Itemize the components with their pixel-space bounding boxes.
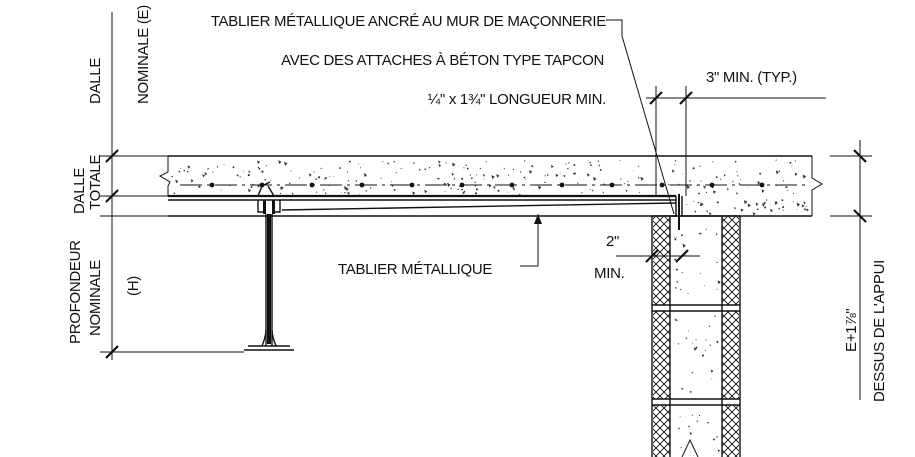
dalle-nominale-1: DALLE — [87, 58, 104, 104]
profondeur-1: PROFONDEUR — [67, 240, 84, 344]
leaders — [520, 19, 675, 267]
steel-joist — [244, 181, 294, 351]
dim-2in-label: 2" — [606, 233, 619, 250]
labels: TABLIER MÉTALLIQUE ANCRÉ AU MUR DE MAÇON… — [67, 5, 888, 402]
grout-aggregate — [673, 228, 721, 453]
masonry-wall — [651, 215, 741, 457]
left-dimensions — [100, 12, 244, 360]
dalle-nominale-2: NOMINALE (E) — [135, 5, 152, 104]
concrete-slab — [158, 155, 823, 217]
elevation-label-1: E+1⅞" — [843, 309, 860, 352]
steel-deck — [168, 194, 683, 230]
profondeur-3: (H) — [125, 276, 142, 296]
dimension-3in — [646, 86, 826, 196]
concrete-aggregate — [171, 159, 809, 216]
callout-anchor-line3: ¼" x 1¾" LONGUEUR MIN. — [428, 91, 606, 108]
right-dimensions — [830, 140, 872, 400]
elevation-label-2: DESSUS DE L'APPUI — [871, 260, 888, 402]
dalle-totale-2: TOTALE — [87, 155, 104, 210]
profondeur-2: NOMINALE — [87, 260, 104, 336]
dalle-totale-1: DALLE — [71, 168, 88, 214]
dim-3in-label: 3" MIN. (TYP.) — [706, 69, 797, 86]
tablier-label: TABLIER MÉTALLIQUE — [338, 261, 492, 278]
callout-anchor-line1: TABLIER MÉTALLIQUE ANCRÉ AU MUR DE MAÇON… — [211, 13, 606, 30]
dim-2in-min-label: MIN. — [594, 265, 624, 282]
callout-anchor-line2: AVEC DES ATTACHES À BÉTON TYPE TAPCON — [281, 52, 604, 69]
